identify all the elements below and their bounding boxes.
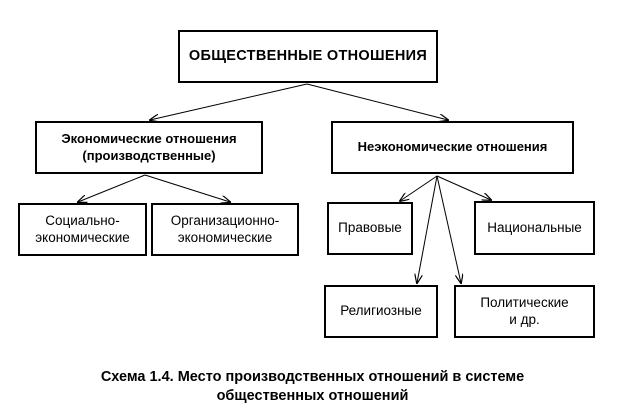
arrow-non-economic-to-religious [417,175,438,283]
arrow-economic-to-socio [78,174,146,202]
caption-line1: Схема 1.4. Место производственных отноше… [100,369,525,385]
political-line1: Политические [480,294,569,310]
political-node: Политические и др. [454,285,595,338]
caption-line2: общественных отношений [216,387,409,404]
org-economic-line2: экономические [177,229,273,245]
arrow-economic-to-org [144,174,230,202]
socio-economic-line2: экономические [35,229,130,245]
arrow-root-to-non-economic [306,83,448,120]
national-node: Национальные [474,201,595,255]
legal-node: Правовые [327,202,413,255]
root-node-social-relations: ОБЩЕСТВЕННЫЕ ОТНОШЕНИЯ [178,30,438,83]
arrow-non-economic-to-political [436,175,461,283]
socio-economic-node: Социально- экономические [18,203,147,256]
org-economic-node: Организационно- экономические [151,203,299,256]
religious-node: Религиозные [324,285,438,338]
economic-relations-line2: (производственные) [82,147,216,163]
arrow-root-to-economic [150,83,308,120]
root-node-label: ОБЩЕСТВЕННЫЕ ОТНОШЕНИЯ [188,48,428,65]
non-economic-relations-node: Неэкономические отношения [331,121,574,174]
economic-relations-node: Экономические отношения (производственны… [35,121,263,174]
arrow-non-economic-to-legal [400,175,438,201]
org-economic-line1: Организационно- [170,212,280,228]
political-line2: и др. [509,311,540,327]
national-label: Национальные [487,219,582,235]
legal-label: Правовые [338,220,402,236]
non-economic-relations-label: Неэкономические отношения [357,139,548,155]
arrow-non-economic-to-national [436,175,491,200]
religious-label: Религиозные [340,303,422,319]
economic-relations-line1: Экономические отношения [61,131,237,147]
figure-caption: Схема 1.4. Место производственных отноше… [0,368,625,406]
socio-economic-line1: Социально- [45,212,120,228]
